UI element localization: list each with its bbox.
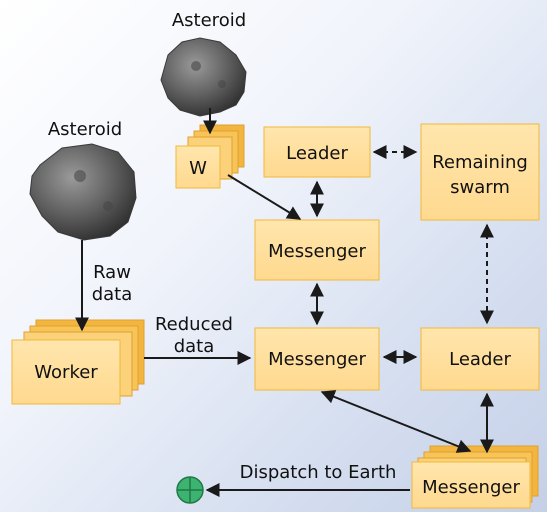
- asteroid-left: Asteroid: [29, 119, 137, 241]
- asteroid-icon: [29, 143, 137, 241]
- raw-data-label-line1: Raw: [93, 262, 131, 283]
- messenger-upper-box[interactable]: Messenger: [254, 219, 380, 281]
- reduced-data-label-line2: data: [174, 336, 215, 357]
- leader-right-box[interactable]: Leader: [420, 327, 540, 391]
- arrow-messenger-center-bottom: [320, 390, 472, 453]
- messenger-center-label: Messenger: [268, 349, 366, 370]
- messenger-bottom-label: Messenger: [422, 477, 520, 498]
- crater-icon: [74, 170, 86, 182]
- reduced-data-label-line1: Reduced: [155, 314, 233, 335]
- arrow-w-to-messenger: [227, 174, 302, 220]
- crater-icon: [103, 201, 113, 211]
- remaining-swarm-label-line1: Remaining: [432, 152, 528, 173]
- asteroid-icon: [160, 37, 247, 117]
- earth-globe-icon: [176, 476, 204, 504]
- raw-data-label-line2: data: [92, 284, 133, 305]
- worker-stack[interactable]: Worker: [11, 319, 145, 405]
- crater-icon: [218, 80, 226, 88]
- crater-icon: [191, 61, 201, 71]
- asteroid-top-label: Asteroid: [172, 10, 246, 31]
- w-label: W: [189, 158, 207, 179]
- worker-label: Worker: [34, 362, 98, 383]
- messenger-upper-label: Messenger: [268, 241, 366, 262]
- leader-right-label: Leader: [449, 349, 511, 370]
- leader-top-label: Leader: [286, 143, 348, 164]
- asteroid-left-label: Asteroid: [48, 119, 122, 140]
- messenger-bottom-stack[interactable]: Messenger: [411, 445, 539, 509]
- dispatch-to-earth-label: Dispatch to Earth: [240, 462, 397, 483]
- leader-top-box[interactable]: Leader: [263, 126, 371, 178]
- asteroid-top: Asteroid: [160, 10, 247, 117]
- remaining-swarm-label-line2: swarm: [450, 177, 510, 198]
- messenger-center-box[interactable]: Messenger: [254, 327, 380, 391]
- remaining-swarm-box[interactable]: Remaining swarm: [420, 123, 540, 221]
